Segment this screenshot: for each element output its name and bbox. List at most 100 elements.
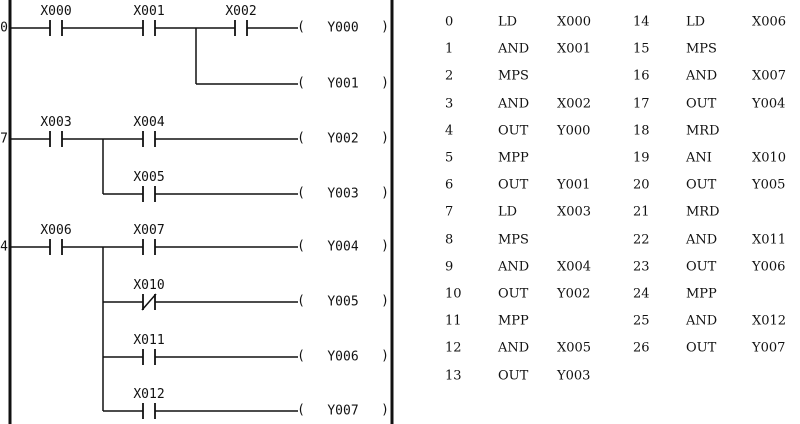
instruction-cell: LD	[686, 14, 706, 30]
instruction-cell: MRD	[686, 204, 720, 220]
step-cell: 15	[633, 41, 650, 57]
contact-label: X003	[40, 115, 72, 130]
contact-label: X005	[133, 170, 165, 185]
step-cell: 18	[633, 123, 650, 139]
instruction-cell: MPS	[686, 41, 717, 57]
instruction-cell: AND	[498, 259, 530, 275]
instruction-cell: AND	[686, 232, 718, 248]
contact-label: X011	[133, 333, 165, 348]
operand-cell: X000	[557, 14, 592, 30]
step-cell: 23	[633, 259, 650, 275]
coil-left-paren: (	[297, 19, 305, 35]
operand-cell: X005	[557, 340, 592, 356]
instruction-cell: OUT	[498, 286, 529, 302]
step-cell: 9	[445, 259, 454, 275]
coil-label: Y001	[327, 76, 359, 92]
step-cell: 20	[633, 177, 650, 193]
coil-left-paren: (	[297, 185, 305, 201]
operand-cell: Y007	[752, 340, 786, 356]
step-cell: 8	[445, 232, 454, 248]
instruction-cell: AND	[686, 68, 718, 84]
coil-label: Y007	[327, 403, 359, 419]
operand-cell: Y005	[752, 177, 786, 193]
operand-cell: X006	[752, 14, 787, 30]
instruction-cell: OUT	[686, 177, 717, 193]
coil-label: Y003	[327, 186, 359, 202]
contact-label: X002	[225, 4, 257, 19]
coil-left-paren: (	[297, 130, 305, 146]
instruction-cell: AND	[686, 313, 718, 329]
coil-right-paren: )	[381, 293, 389, 309]
operand-cell: Y004	[752, 96, 786, 112]
step-cell: 5	[445, 150, 454, 166]
coil-label: Y004	[327, 239, 359, 255]
coil-right-paren: )	[381, 238, 389, 254]
operand-cell: X002	[557, 96, 592, 112]
instruction-cell: OUT	[686, 96, 717, 112]
step-number: 14	[0, 239, 8, 255]
step-cell: 16	[633, 68, 650, 84]
step-cell: 24	[633, 286, 650, 302]
step-cell: 19	[633, 150, 650, 166]
contact-label: X012	[133, 387, 165, 402]
operand-cell: Y006	[752, 259, 786, 275]
instruction-cell: AND	[498, 41, 530, 57]
normally-closed-slash	[141, 293, 157, 311]
operand-cell: Y001	[557, 177, 591, 193]
instruction-cell: MRD	[686, 123, 720, 139]
contact-label: X001	[133, 4, 165, 19]
step-number: 0	[0, 20, 8, 36]
operand-cell: X001	[557, 41, 592, 57]
contact-label: X000	[40, 4, 72, 19]
coil-label: Y006	[327, 349, 359, 365]
step-cell: 26	[633, 340, 650, 356]
step-cell: 22	[633, 232, 650, 248]
step-cell: 10	[445, 286, 462, 302]
operand-cell: X007	[752, 68, 787, 84]
coil-right-paren: )	[381, 348, 389, 364]
contact-label: X007	[133, 223, 165, 238]
step-cell: 6	[445, 177, 454, 193]
step-cell: 13	[445, 368, 462, 384]
operand-cell: X003	[557, 204, 592, 220]
operand-cell: X004	[557, 259, 592, 275]
coil-label: Y005	[327, 294, 359, 310]
step-cell: 21	[633, 204, 650, 220]
instruction-cell: MPS	[498, 232, 529, 248]
instruction-cell: OUT	[686, 259, 717, 275]
operand-cell: X012	[752, 313, 787, 329]
instruction-cell: AND	[498, 96, 530, 112]
coil-left-paren: (	[297, 238, 305, 254]
step-cell: 2	[445, 68, 454, 84]
operand-cell: Y000	[557, 123, 591, 139]
operand-cell: X010	[752, 150, 787, 166]
contact-label: X010	[133, 278, 165, 293]
step-cell: 0	[445, 14, 454, 30]
contact-label: X006	[40, 223, 72, 238]
coil-left-paren: (	[297, 293, 305, 309]
instruction-cell: OUT	[686, 340, 717, 356]
instruction-cell: OUT	[498, 177, 529, 193]
operand-cell: Y003	[557, 368, 591, 384]
step-cell: 14	[633, 14, 650, 30]
instruction-cell: AND	[498, 340, 530, 356]
coil-left-paren: (	[297, 75, 305, 91]
step-cell: 3	[445, 96, 454, 112]
step-cell: 4	[445, 123, 454, 139]
step-cell: 11	[445, 313, 462, 329]
instruction-cell: MPP	[498, 313, 529, 329]
instruction-cell: LD	[498, 14, 518, 30]
coil-label: Y000	[327, 20, 359, 36]
instruction-cell: MPP	[498, 150, 529, 166]
coil-left-paren: (	[297, 402, 305, 418]
step-cell: 25	[633, 313, 650, 329]
step-cell: 17	[633, 96, 650, 112]
instruction-cell: OUT	[498, 123, 529, 139]
instruction-cell: MPP	[686, 286, 717, 302]
operand-cell: Y002	[557, 286, 591, 302]
contact-label: X004	[133, 115, 165, 130]
step-cell: 7	[445, 204, 454, 220]
step-number: 7	[0, 131, 8, 147]
